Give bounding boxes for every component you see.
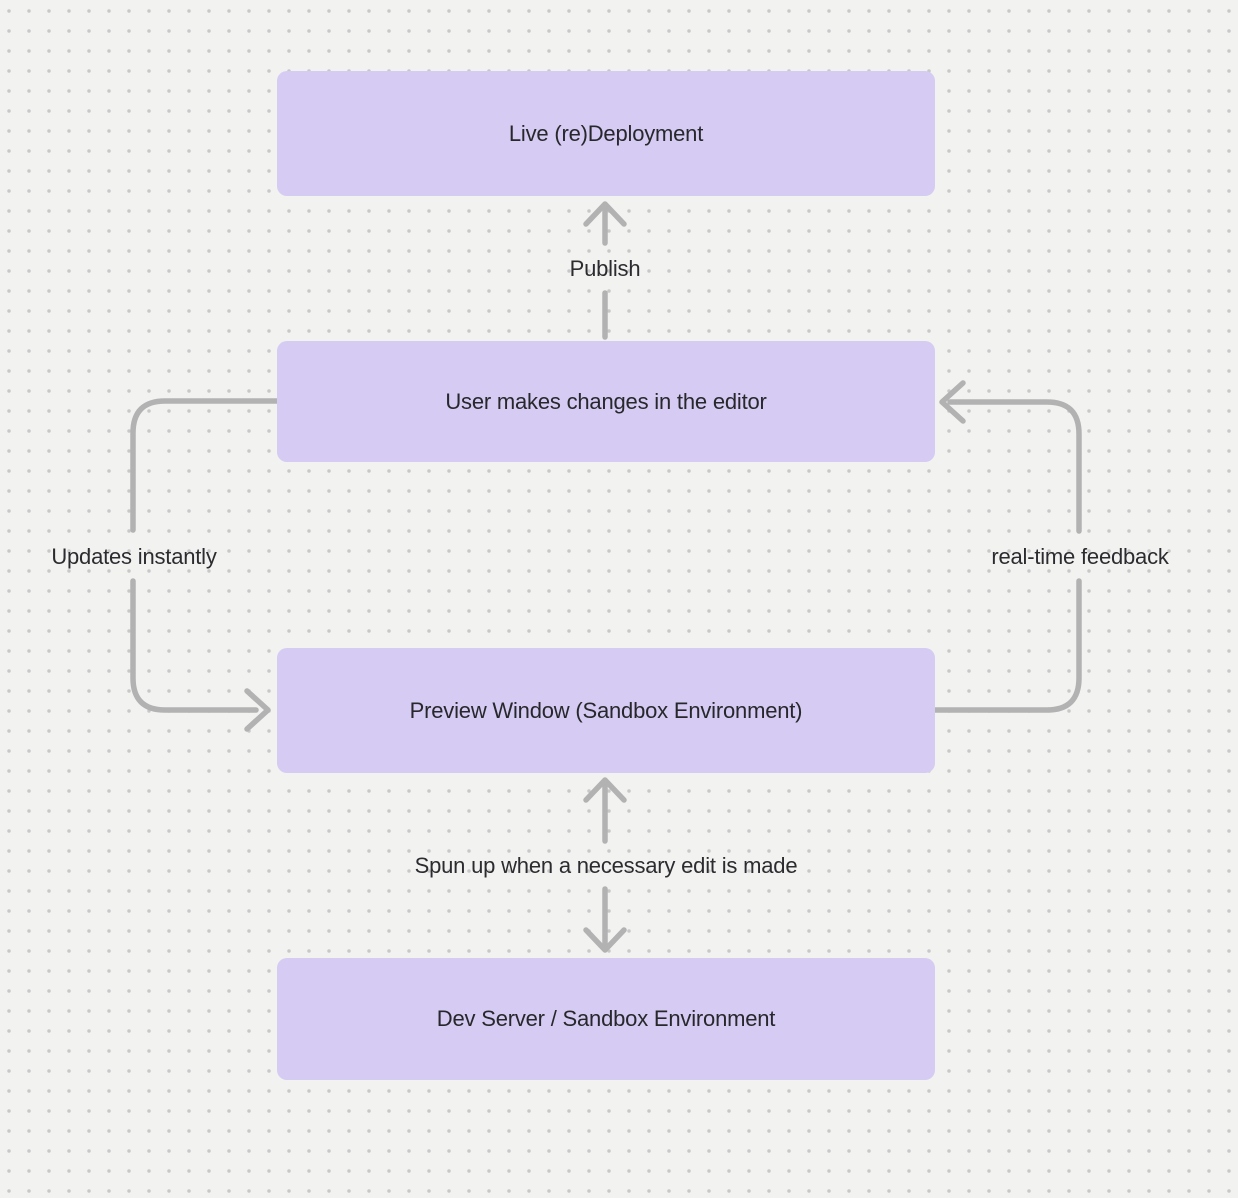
node-label: Dev Server / Sandbox Environment: [436, 1006, 776, 1031]
node-dev-server: Dev Server / Sandbox Environment: [277, 958, 935, 1080]
node-preview-window: Preview Window (Sandbox Environment): [277, 648, 935, 773]
node-live-redeployment: Live (re)Deployment: [277, 71, 935, 196]
edge-label-updates-instantly: Updates instantly: [51, 544, 217, 569]
node-user-makes-changes: User makes changes in the editor: [277, 341, 935, 462]
edge-label-publish: Publish: [569, 256, 641, 281]
edge-label-realtime-feedback: real-time feedback: [991, 544, 1169, 569]
node-label: Preview Window (Sandbox Environment): [409, 697, 803, 723]
edge-label-spun-up: Spun up when a necessary edit is made: [414, 853, 798, 878]
node-label: Live (re)Deployment: [508, 120, 704, 146]
node-label: User makes changes in the editor: [445, 388, 767, 414]
